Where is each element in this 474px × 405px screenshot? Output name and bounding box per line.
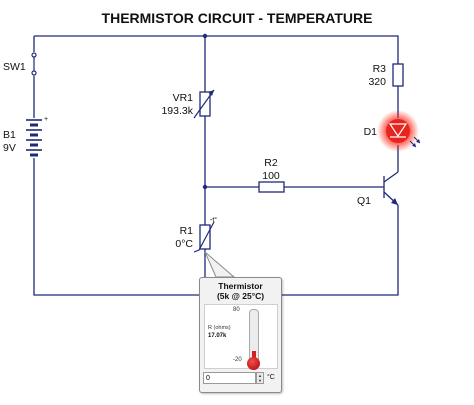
vr1-label: VR1 (173, 92, 194, 104)
d1-label: D1 (364, 126, 378, 138)
r2-label: R2 (264, 157, 278, 169)
transistor-q1 (383, 171, 399, 206)
thermistor-symbol: -t° (210, 216, 217, 224)
thermistor-r1[interactable] (193, 221, 215, 253)
temperature-input[interactable] (203, 372, 256, 384)
r1-label: R1 (180, 225, 194, 237)
r2-value: 100 (262, 170, 280, 182)
q1-label: Q1 (357, 195, 371, 207)
b1-value: 9V (3, 142, 16, 154)
popup-title: Thermistor (5k @ 25°C) (200, 281, 281, 301)
spin-down-icon[interactable]: ▼ (258, 378, 262, 383)
scale-min-label: -20 (233, 357, 242, 363)
b1-label: B1 (3, 129, 16, 141)
wires (33, 35, 399, 296)
thermistor-popup: Thermistor (5k @ 25°C) 80 -20 R (ohms) 1… (199, 277, 282, 393)
temperature-spinner[interactable]: ▲ ▼ (256, 372, 264, 384)
r3-value: 320 (368, 76, 386, 88)
resistor-r3 (392, 63, 404, 87)
junction-dot (202, 184, 208, 190)
popup-title-line2: (5k @ 25°C) (216, 291, 265, 301)
vr1-value: 193.3k (161, 105, 193, 117)
led-d1 (377, 110, 421, 152)
thermometer-panel: 80 -20 R (ohms) 17.07k (204, 304, 278, 370)
resistance-label: R (ohms) (208, 325, 231, 331)
battery-plus-sign: + (44, 116, 48, 123)
battery-b1 (26, 119, 42, 157)
popup-pointer (204, 251, 236, 278)
thermometer-bulb-icon (247, 357, 260, 370)
r3-label: R3 (373, 63, 387, 75)
sw1-label: SW1 (3, 61, 26, 73)
thermometer-mercury (252, 351, 256, 361)
junction-dot (202, 33, 208, 39)
resistance-value: 17.07k (208, 333, 227, 339)
r1-value: 0°C (175, 238, 193, 250)
switch-sw1[interactable] (31, 52, 37, 76)
scale-max-label: 80 (233, 307, 240, 313)
diagram-title: THERMISTOR CIRCUIT - TEMPERATURE (102, 10, 373, 26)
popup-title-line1: Thermistor (218, 281, 263, 291)
variable-resistor-vr1[interactable] (193, 89, 215, 119)
resistor-r2 (258, 181, 285, 193)
temperature-unit: °C (267, 374, 275, 381)
spin-up-icon[interactable]: ▲ (258, 373, 262, 378)
